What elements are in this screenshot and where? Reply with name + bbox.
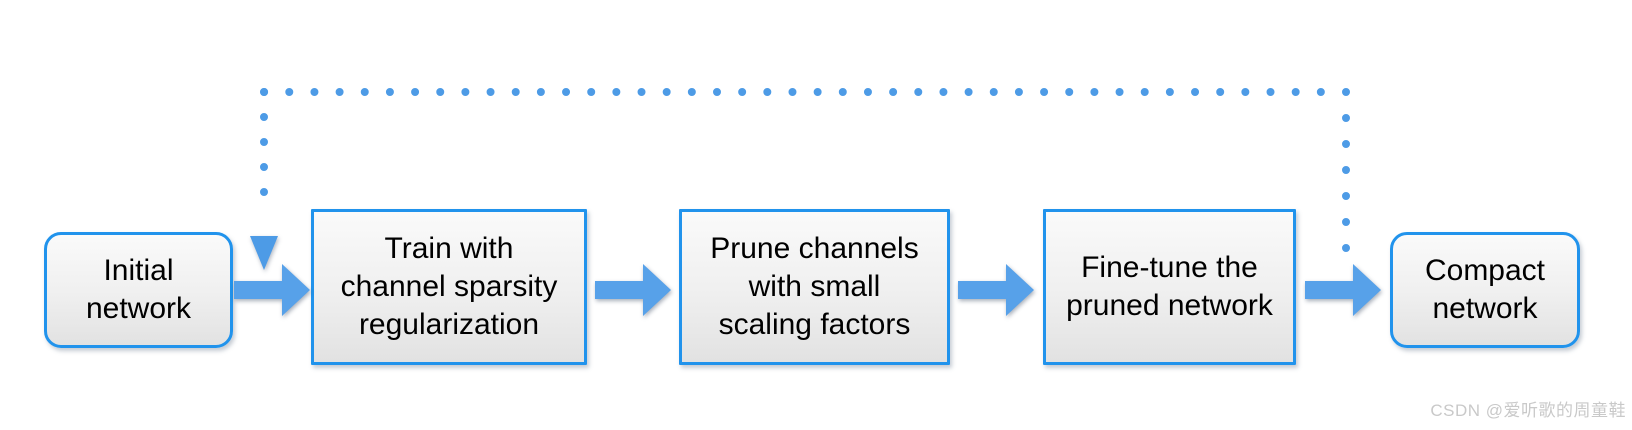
node-compact-network: Compact network (1390, 232, 1580, 348)
node-label: Train with channel sparsity regularizati… (340, 232, 558, 341)
node-label: Initial network (85, 254, 192, 325)
right-block-arrow-icon (1305, 264, 1381, 316)
node-train-sparsity: Train with channel sparsity regularizati… (311, 209, 587, 365)
node-label: Compact network (1424, 254, 1546, 325)
right-block-arrow-icon (234, 264, 310, 316)
node-initial-network: Initial network (44, 232, 233, 348)
node-label: Fine-tune the pruned network (1066, 251, 1273, 322)
node-prune-channels: Prune channels with small scaling factor… (679, 209, 950, 365)
node-fine-tune: Fine-tune the pruned network (1043, 209, 1296, 365)
node-label: Prune channels with small scaling factor… (710, 232, 919, 341)
watermark: CSDN @爱听歌的周童鞋 (1430, 401, 1626, 420)
right-block-arrow-icon (958, 264, 1034, 316)
right-block-arrow-icon (595, 264, 671, 316)
